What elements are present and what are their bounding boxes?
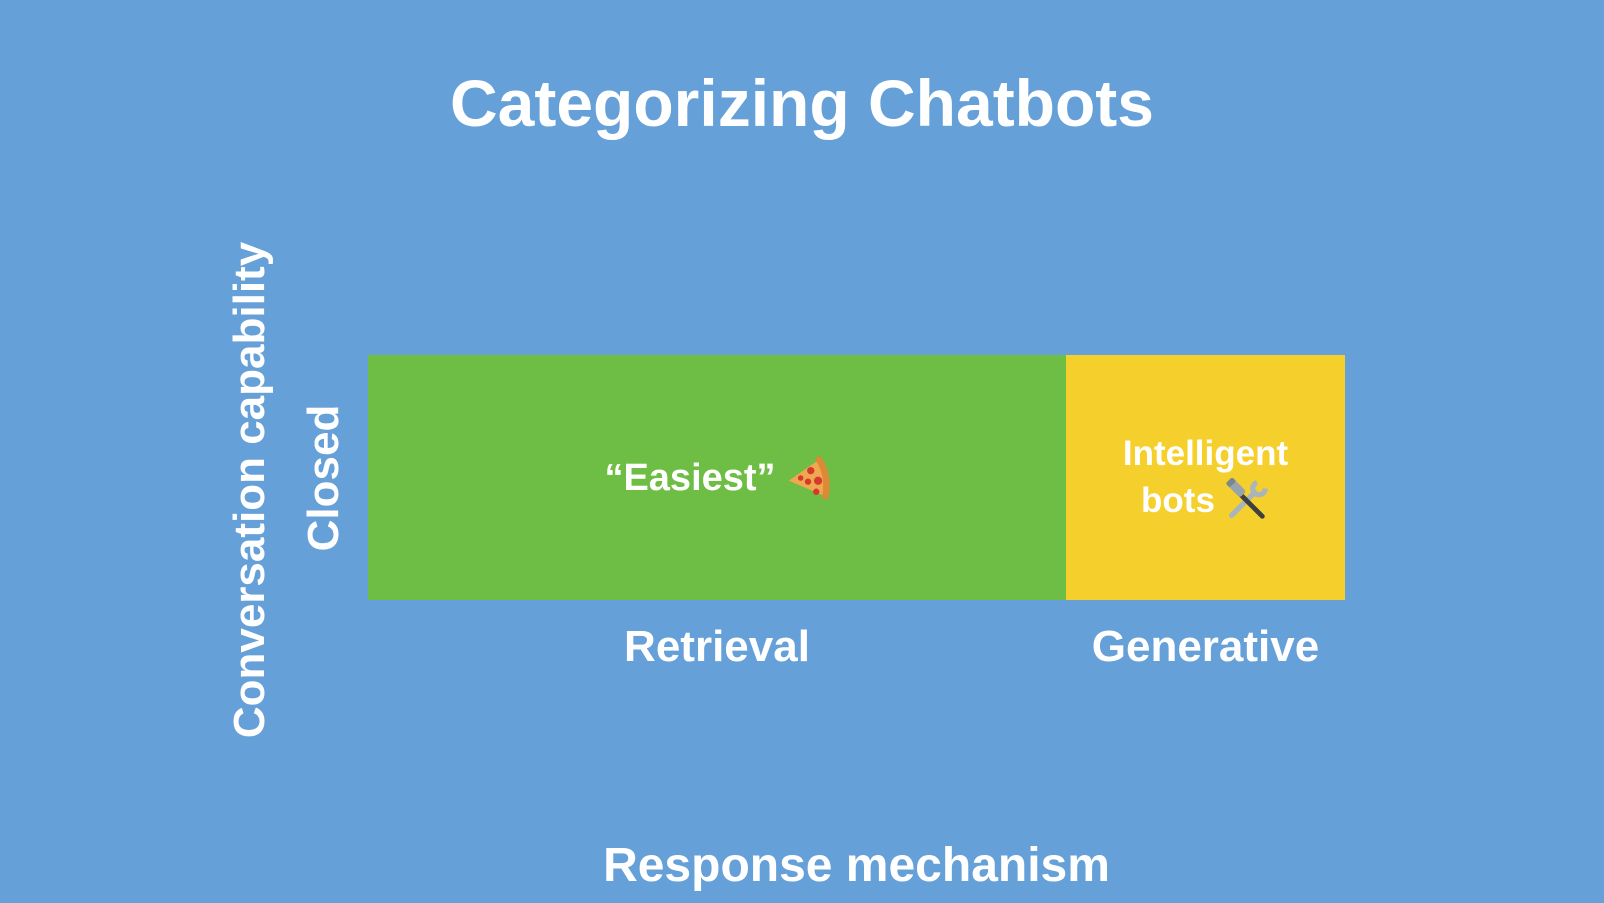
cell-generative-label-line2: bots <box>1141 480 1215 520</box>
pizza-icon <box>786 455 830 500</box>
cell-generative-content: Intelligent bots <box>1123 431 1288 525</box>
y-axis-label: Conversation capability <box>225 241 274 739</box>
x-axis-tick-generative: Generative <box>1091 622 1320 671</box>
cell-retrieval-content: “Easiest” <box>604 455 830 500</box>
cell-retrieval-label: “Easiest” <box>604 456 776 499</box>
x-axis-ticks: Retrieval Generative <box>368 622 1345 673</box>
x-axis-tick-retrieval: Retrieval <box>624 622 810 671</box>
slide-title: Categorizing Chatbots <box>450 66 1154 140</box>
hammer-wrench-icon <box>1224 477 1270 524</box>
y-axis-tick-closed: Closed <box>299 404 348 552</box>
cell-generative-label-line2-row: bots <box>1141 477 1270 525</box>
cell-generative-closed: Intelligent bots <box>1066 355 1345 600</box>
cell-generative-label-line1: Intelligent <box>1122 433 1289 473</box>
x-axis-label: Response mechanism <box>603 839 1110 892</box>
cell-retrieval-closed: “Easiest” <box>368 355 1066 600</box>
